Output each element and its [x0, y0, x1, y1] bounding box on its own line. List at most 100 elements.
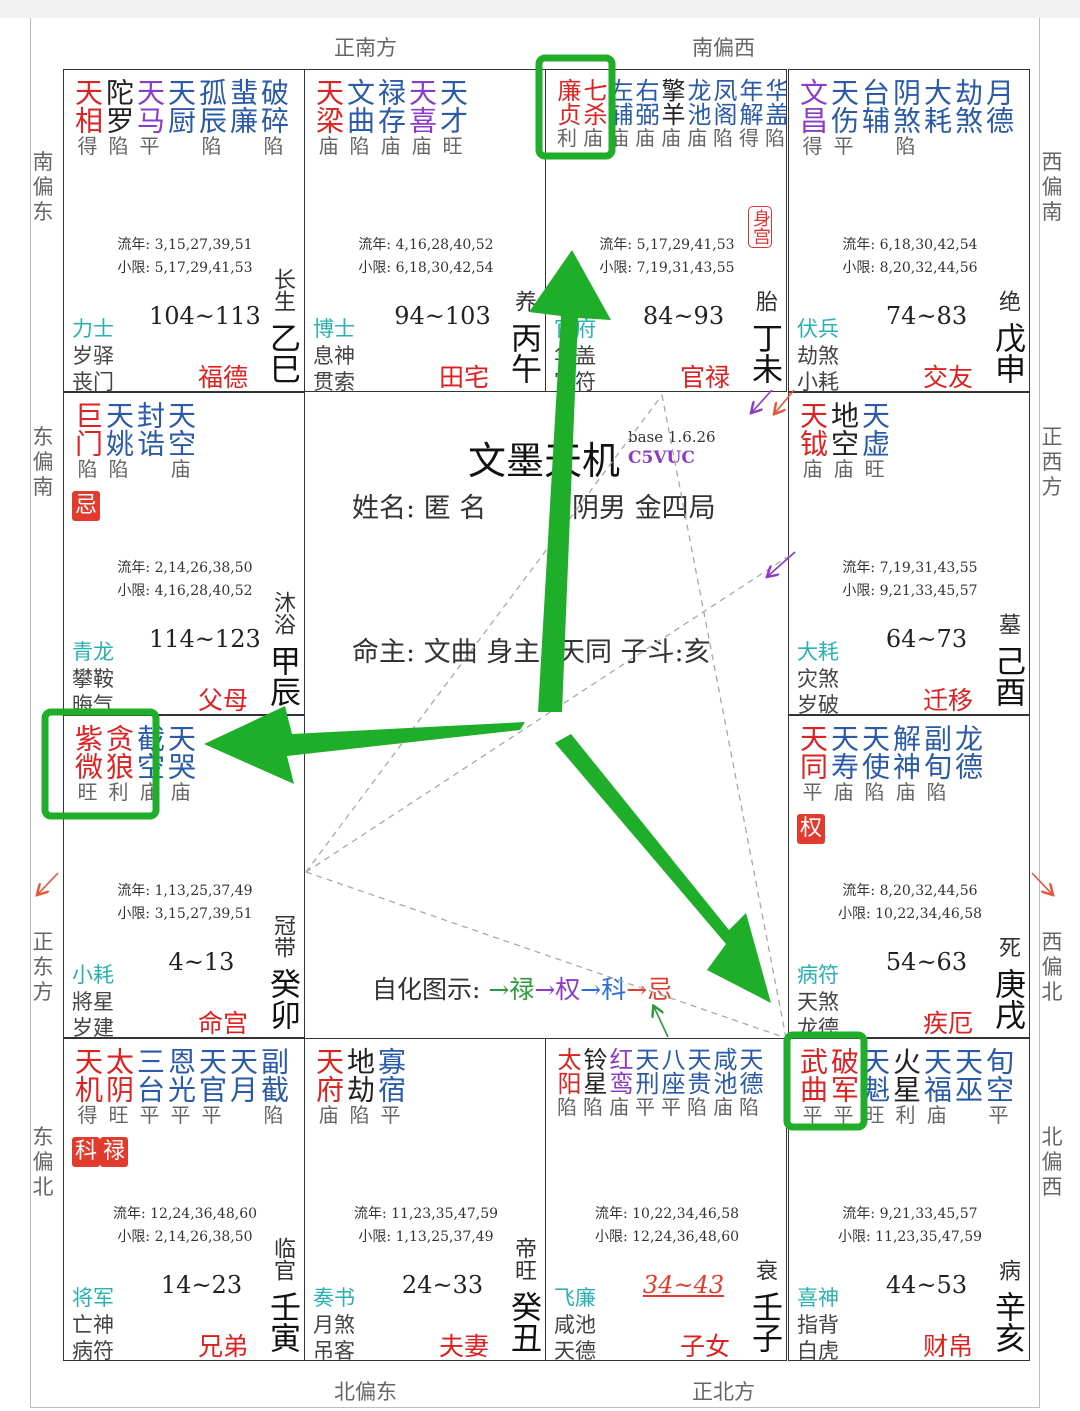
star-brightness: 陷: [349, 134, 370, 158]
star-brightness: 利: [108, 780, 129, 804]
star-column-group: 天梁 庙 文曲 陷 禄存 庙 天喜 庙 天才 旺: [312, 78, 469, 158]
name-line: 姓名: 匿 名: [352, 493, 487, 524]
highlight-box-wuqu-pojun: [783, 1031, 868, 1131]
suiqian-star: 天煞: [797, 990, 839, 1014]
star-column-group: 天相 得 陀罗 陷 天马 平 天厨 孤辰 陷 蜚廉 破碎 陷: [71, 78, 290, 158]
star-brightness: 庙: [635, 126, 655, 150]
star-name: 巨门: [71, 401, 104, 457]
palace-si[interactable]: 天相 得 陀罗 陷 天马 平 天厨 孤辰 陷 蜚廉 破碎 陷 流年: 3,15,…: [63, 69, 305, 392]
jiangqian-star: 岁破: [797, 693, 839, 715]
daxian-range: 24~33: [401, 1271, 484, 1299]
direction-right-2: 正西方: [1041, 425, 1063, 499]
star-name: 廉贞: [553, 78, 581, 126]
palace-name: 福德: [198, 363, 249, 392]
star-brightness: 旺: [77, 780, 98, 804]
changsheng-stage: 长生: [270, 268, 295, 312]
star-brightness: 陷: [108, 457, 129, 481]
star-name: 贪狼: [102, 724, 135, 780]
star-name: 破军: [827, 1047, 860, 1103]
star: 陀罗 陷: [102, 78, 135, 158]
direction-left-4: 东偏北: [32, 1125, 54, 1199]
changsheng-stage: 胎: [752, 290, 777, 312]
palace-name: 命宫: [198, 1009, 249, 1038]
liunian: 流年: 1,13,25,37,49: [117, 883, 253, 899]
star: 龙池 庙: [683, 78, 711, 150]
star-name: 华盖: [761, 78, 787, 126]
star: 天刑 平: [631, 1047, 659, 1119]
star: 副旬 陷: [920, 724, 953, 804]
palace-name: 田宅: [439, 363, 490, 392]
star-name: 天梁: [312, 78, 345, 134]
star-brightness: 庙: [926, 1103, 947, 1127]
star-name: 天伤: [827, 78, 860, 134]
boshi-star: 力士: [72, 317, 114, 341]
boshi-star: 小耗: [72, 963, 114, 987]
jiangqian-star: 小耗: [797, 370, 839, 392]
star: 天官 平: [195, 1047, 228, 1127]
star-brightness: 陷: [687, 1095, 707, 1119]
star-name: 大耗: [920, 78, 953, 134]
liunian: 流年: 10,22,34,46,58: [594, 1206, 740, 1222]
star-brightness: 庙: [802, 457, 823, 481]
palace-yin[interactable]: 天机 得 太阴 旺 三台 平 恩光 平 天官 平 天月 副截 陷 科禄流年: 1…: [63, 1038, 305, 1361]
star: 副截 陷: [257, 1047, 290, 1127]
xiaoxian: 小限: 6,18,30,42,54: [358, 260, 494, 276]
star: 禄存 庙: [374, 78, 407, 158]
star-name: 天府: [312, 1047, 345, 1103]
star-brightness: 陷: [713, 126, 733, 150]
star-brightness: 旺: [864, 457, 885, 481]
palace-shen[interactable]: 文昌 得 天伤 平 台辅 阴煞 陷 大耗 劫煞 月德 流年: 6,18,30,4…: [788, 69, 1030, 392]
star-brightness: 庙: [609, 1095, 629, 1119]
star: 天月: [226, 1047, 259, 1127]
version-label: base 1.6.26: [628, 428, 716, 446]
boshi-star: 病符: [797, 963, 839, 987]
highlight-box-lianzhen-qisha: [535, 54, 616, 160]
star: 破碎 陷: [257, 78, 290, 158]
daxian-range: 54~63: [885, 948, 968, 976]
xiaoxian: 小限: 1,13,25,37,49: [358, 1229, 494, 1245]
daxian-range: 14~23: [160, 1271, 243, 1299]
suiqian-star: 指背: [797, 1313, 839, 1337]
liunian: 流年: 11,23,35,47,59: [353, 1206, 499, 1222]
changsheng-stage: 死: [995, 936, 1020, 958]
changsheng-stage: 帝旺: [511, 1237, 536, 1281]
sihua-badge: 忌: [72, 491, 101, 521]
zihua-quan: →权: [534, 975, 581, 1004]
daxian-range: 64~73: [885, 625, 968, 653]
star: 文曲 陷: [343, 78, 376, 158]
star: 右弼 庙: [631, 78, 659, 150]
star: 台辅: [858, 78, 891, 158]
star-brightness: 庙: [895, 780, 916, 804]
suiqian-star: 將星: [72, 990, 114, 1014]
xiaoxian: 小限: 3,15,27,39,51: [117, 906, 253, 922]
palace-wu[interactable]: 天梁 庙 文曲 陷 禄存 庙 天喜 庙 天才 旺 流年: 4,16,28,40,…: [304, 69, 546, 392]
star-brightness: 平: [833, 1103, 854, 1127]
star-brightness: 平: [802, 780, 823, 804]
palace-hai[interactable]: 武曲 平 破军 平 天魁 旺 火星 利 天福 庙 天巫 旬空 平 流年: 9,2…: [788, 1038, 1030, 1361]
star-brightness: 平: [380, 1103, 401, 1127]
star-brightness: 平: [661, 1095, 681, 1119]
yinyang-line: 阴男 金四局: [572, 493, 716, 524]
ganzhi: 癸丑: [505, 1291, 541, 1353]
daxian-range: 104~113: [149, 302, 261, 330]
star-name: 红鸾: [605, 1047, 633, 1095]
direction-left-3: 正东方: [32, 930, 54, 1004]
star-name: 天同: [796, 724, 829, 780]
star: 铃星 陷: [579, 1047, 607, 1119]
palace-zi[interactable]: 太阳 陷 铃星 陷 红鸾 庙 天刑 平 八座 平 天贵 陷 咸池 庙 天德 陷 …: [545, 1038, 787, 1361]
star: 天同 平: [796, 724, 829, 804]
ganzhi: 乙巳: [264, 322, 300, 384]
jiangqian-star: 贯索: [313, 370, 355, 392]
star-name: 孤辰: [195, 78, 228, 134]
star-brightness: 得: [77, 1103, 98, 1127]
star-brightness: 旺: [442, 134, 463, 158]
palace-xu[interactable]: 天同 平 天寿 庙 天使 陷 解神 庙 副旬 陷 龙德 权流年: 8,20,32…: [788, 715, 1030, 1038]
star-brightness: 平: [988, 1103, 1009, 1127]
liunian: 流年: 6,18,30,42,54: [842, 237, 978, 253]
star-name: 天相: [71, 78, 104, 134]
star-name: 三台: [133, 1047, 166, 1103]
star-name: 右弼: [631, 78, 659, 126]
